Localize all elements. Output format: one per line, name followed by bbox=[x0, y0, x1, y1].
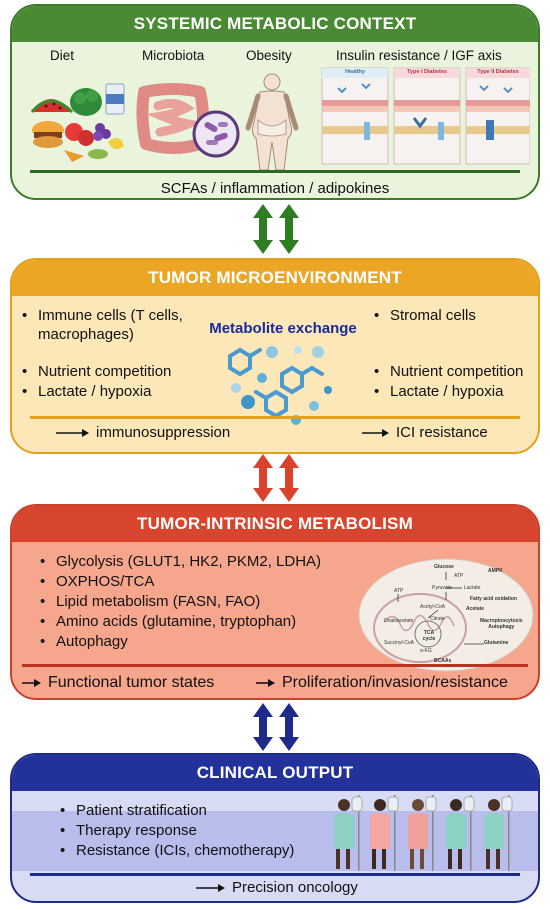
outcome-functional-states: Functional tumor states bbox=[22, 674, 214, 692]
diet-label: Diet bbox=[50, 48, 75, 63]
bullet-immune-cells: Immune cells (T cells, macrophages) bbox=[22, 306, 208, 344]
mitochondria-icon: Glucose ATP Pyruvate Lactate AMPK Fatty … bbox=[358, 558, 534, 672]
panel-title: SYSTEMIC METABOLIC CONTEXT bbox=[12, 6, 538, 42]
body-icon bbox=[245, 73, 299, 171]
diagram-label: ATP bbox=[454, 573, 464, 579]
bacteria-icon bbox=[192, 110, 240, 158]
divider bbox=[30, 170, 520, 173]
diagram-label: Glutamine bbox=[484, 640, 509, 646]
iv-drip-icon bbox=[351, 796, 363, 812]
bullet-resistance: Resistance (ICIs, chemotherapy) bbox=[60, 841, 294, 860]
clinical-output-panel: CLINICAL OUTPUT Patient stratification T… bbox=[10, 753, 540, 903]
bullet-lactate-right: Lactate / hypoxia bbox=[374, 382, 503, 401]
tumor-intrinsic-metabolism-panel: TUMOR-INTRINSIC METABOLISM Glycolysis (G… bbox=[10, 504, 540, 700]
diagram-label: BCAAs bbox=[434, 658, 452, 664]
bullet-glycolysis: Glycolysis (GLUT1, HK2, PKM2, LDHA) bbox=[40, 552, 321, 571]
diagram-label: Fatty acid oxidation bbox=[470, 596, 517, 602]
diagram-label: Acetyl-CoA bbox=[420, 604, 446, 610]
divider bbox=[22, 664, 528, 667]
double-arrow-icon-navy bbox=[253, 703, 299, 751]
panel-title: TUMOR MICROENVIRONMENT bbox=[12, 260, 538, 296]
bullet-lactate-left: Lactate / hypoxia bbox=[22, 382, 151, 401]
bullet-stratification: Patient stratification bbox=[60, 801, 207, 820]
outcome-precision-oncology: Precision oncology bbox=[196, 879, 358, 896]
insulin-label: Insulin resistance / IGF axis bbox=[336, 48, 502, 63]
outcome-label: immunosuppression bbox=[96, 424, 231, 441]
diagram-label: Lactate bbox=[464, 585, 481, 591]
obesity-label: Obesity bbox=[246, 48, 292, 63]
diagram-label: Glucose bbox=[434, 564, 454, 570]
outcome-label: Precision oncology bbox=[232, 879, 358, 896]
bullet-amino-acids: Amino acids (glutamine, tryptophan) bbox=[40, 612, 296, 631]
bullet-autophagy: Autophagy bbox=[40, 632, 128, 651]
bullet-lipid: Lipid metabolism (FASN, FAO) bbox=[40, 592, 260, 611]
diagram-label: α-KG bbox=[420, 648, 432, 654]
diagram-label: Citrate bbox=[430, 616, 445, 622]
outcome-ici-resistance: ICI resistance bbox=[362, 424, 488, 441]
panel-title: TUMOR-INTRINSIC METABOLISM bbox=[12, 506, 538, 542]
outcome-immunosuppression: immunosuppression bbox=[56, 424, 230, 441]
diagram-label: Oxaloacetate bbox=[384, 618, 414, 624]
diagram-label: ATP bbox=[394, 588, 404, 594]
metabolite-exchange-label: Metabolite exchange bbox=[209, 320, 357, 337]
outcome-label: Proliferation/invasion/resistance bbox=[282, 674, 508, 691]
tile-label-type1: Type I Diabetes bbox=[407, 69, 447, 75]
bullet-nutrient-left: Nutrient competition bbox=[22, 362, 171, 381]
tumor-microenvironment-panel: TUMOR MICROENVIRONMENT Immune cells (T c… bbox=[10, 258, 540, 454]
divider bbox=[30, 416, 520, 419]
outcome-label: ICI resistance bbox=[396, 424, 488, 441]
molecule-icon bbox=[228, 346, 332, 425]
tile-label-healthy: Healthy bbox=[345, 69, 365, 75]
double-arrow-icon-green bbox=[253, 204, 299, 254]
double-arrow-icon-red bbox=[253, 454, 299, 502]
diagram-label: Pyruvate bbox=[432, 585, 452, 591]
panel-title: CLINICAL OUTPUT bbox=[12, 755, 538, 791]
insulin-receptor-icon: Healthy Type I Diabetes Type II Diabetes bbox=[320, 66, 531, 166]
microbiota-label: Microbiota bbox=[142, 48, 205, 63]
diagram-label: AMPK bbox=[488, 568, 503, 574]
systemic-footer: SCFAs / inflammation / adipokines bbox=[160, 180, 390, 197]
outcome-label: Functional tumor states bbox=[48, 674, 215, 691]
bullet-nutrient-right: Nutrient competition bbox=[374, 362, 523, 381]
patient-icon bbox=[334, 795, 513, 871]
diagram-label: Acetate bbox=[466, 606, 485, 612]
divider bbox=[30, 873, 520, 876]
food-icon bbox=[30, 83, 125, 162]
tile-label-type2: Type II Diabetes bbox=[477, 69, 519, 75]
diagram-label: TCA cycle bbox=[422, 630, 436, 642]
diagram-label: Succinyl-CoA bbox=[384, 640, 415, 646]
outcome-proliferation: Proliferation/invasion/resistance bbox=[256, 674, 508, 692]
bullet-stromal-cells: Stromal cells bbox=[374, 306, 476, 325]
bullet-therapy-response: Therapy response bbox=[60, 821, 197, 840]
bullet-oxphos: OXPHOS/TCA bbox=[40, 572, 154, 591]
diagram-label: Macropinocytosis Autophagy bbox=[480, 618, 523, 630]
systemic-context-panel: SYSTEMIC METABOLIC CONTEXT Diet Microbio… bbox=[10, 4, 540, 200]
